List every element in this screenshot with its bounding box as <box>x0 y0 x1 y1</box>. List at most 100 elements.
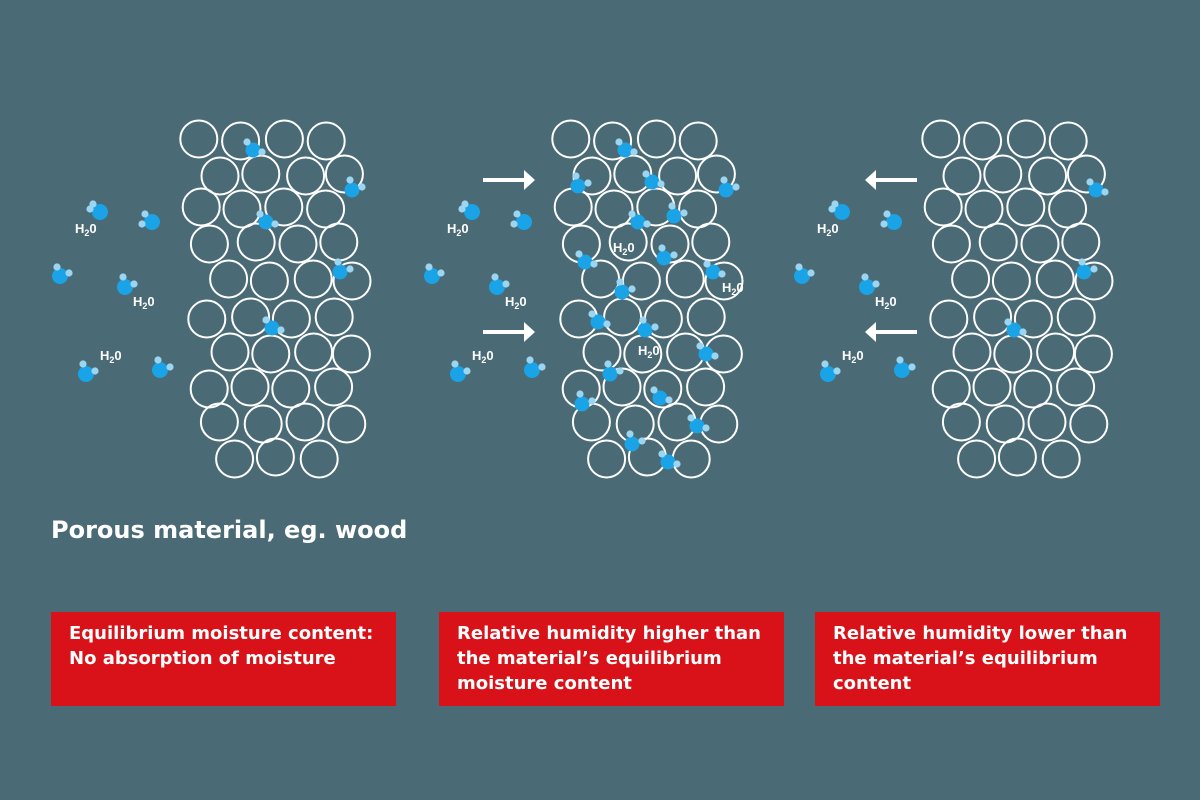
description-line: Relative humidity higher than <box>457 623 761 644</box>
pore-circle-icon <box>200 156 240 196</box>
pore-circle-icon <box>1056 297 1096 337</box>
pore-circle-icon <box>230 367 270 407</box>
water-molecule-icon <box>658 450 681 470</box>
h2o-label: H20 <box>638 343 660 360</box>
pore-circle-icon <box>636 119 676 159</box>
pore-circle-icon <box>951 259 991 299</box>
pore-circle-icon <box>271 369 311 409</box>
pore-circle-icon <box>1061 222 1101 262</box>
pore-circle-icon <box>1027 402 1067 442</box>
pore-circle-icon <box>582 332 622 372</box>
water-molecule-icon <box>52 263 73 284</box>
pore-circle-icon <box>942 156 982 196</box>
pore-circle-icon <box>1066 154 1106 194</box>
pore-circle-icon <box>593 121 633 161</box>
pore-circle-icon <box>1028 156 1068 196</box>
pore-circle-icon <box>264 187 304 227</box>
pore-circle-icon <box>923 187 963 227</box>
arrow-right-icon <box>483 170 535 190</box>
pore-circle-icon <box>615 404 655 444</box>
water-molecule-icon <box>78 360 99 382</box>
pore-circle-icon <box>324 154 364 194</box>
pore-circle-icon <box>608 222 648 262</box>
pore-circle-icon <box>306 189 346 229</box>
pore-circle-icon <box>957 439 997 479</box>
water-molecule-icon <box>574 390 596 412</box>
pore-circle-icon <box>931 369 971 409</box>
pore-circle-icon <box>1048 121 1088 161</box>
description-box-humidity-lower: Relative humidity lower than the material… <box>815 612 1160 706</box>
pore-circle-icon <box>264 119 304 159</box>
pore-circle-icon <box>1006 119 1046 159</box>
description-line: Relative humidity lower than <box>833 623 1128 644</box>
water-molecule-icon <box>570 172 592 194</box>
pore-circle-icon <box>278 224 318 264</box>
water-molecule-icon <box>820 360 841 382</box>
pore-circle-icon <box>331 334 371 374</box>
pore-circle-icon <box>978 222 1018 262</box>
water-molecule-icon <box>614 278 636 300</box>
h2o-label: H20 <box>875 294 897 311</box>
pore-circle-icon <box>658 156 698 196</box>
pore-circle-icon <box>1041 439 1081 479</box>
pore-circle-icon <box>231 297 271 337</box>
pore-circle-icon <box>243 404 283 444</box>
h2o-label: H20 <box>472 348 494 365</box>
pore-circle-icon <box>251 334 291 374</box>
description-line: Equilibrium moisture content: <box>69 623 374 644</box>
pore-circle-icon <box>1056 367 1096 407</box>
water-molecule-icon <box>344 176 366 198</box>
pore-circle-icon <box>199 402 239 442</box>
pore-circle-icon <box>594 189 634 229</box>
pore-circle-icon <box>236 222 276 262</box>
pore-circle-icon <box>643 369 683 409</box>
pore-circle-icon <box>1048 189 1088 229</box>
pore-circle-icon <box>1036 332 1076 372</box>
water-molecule-icon <box>859 273 880 295</box>
pore-circle-icon <box>691 222 731 262</box>
pore-circle-icon <box>929 299 969 339</box>
pore-circle-icon <box>997 437 1037 477</box>
pore-circle-icon <box>985 404 1025 444</box>
pore-circle-icon <box>921 119 961 159</box>
water-molecule-icon <box>1004 318 1027 338</box>
water-molecule-icon <box>117 273 138 295</box>
porous-material <box>921 119 1114 479</box>
pore-circle-icon <box>1074 261 1114 301</box>
water-molecule-icon <box>524 356 546 378</box>
pore-circle-icon <box>699 404 739 444</box>
h2o-label: H20 <box>447 221 469 238</box>
description-line: the material’s equilibrium <box>833 648 1098 669</box>
water-molecule-icon <box>450 360 471 382</box>
pore-circle-icon <box>210 332 250 372</box>
diagram-caption: Porous material, eg. wood <box>51 516 408 544</box>
pore-circle-icon <box>293 259 333 299</box>
pore-circle-icon <box>704 261 744 301</box>
h2o-label: H20 <box>75 221 97 238</box>
pore-circle-icon <box>931 224 971 264</box>
h2o-label: H20 <box>505 294 527 311</box>
water-molecule-icon <box>894 356 916 378</box>
description-line: No absorption of moisture <box>69 648 336 669</box>
water-molecule-icon <box>588 310 611 330</box>
pore-circle-icon <box>964 189 1004 229</box>
h2o-label: H20 <box>722 280 744 297</box>
pore-circle-icon <box>1069 404 1109 444</box>
pore-circle-icon <box>299 439 339 479</box>
pore-circle-icon <box>221 121 261 161</box>
pore-circle-icon <box>187 299 227 339</box>
pore-circle-icon <box>314 367 354 407</box>
pore-circle-icon <box>678 121 718 161</box>
water-molecule-icon <box>637 316 659 338</box>
pore-circle-icon <box>1013 369 1053 409</box>
pore-circle-icon <box>952 332 992 372</box>
water-molecule-icon <box>602 360 624 382</box>
water-molecule-icon <box>624 430 646 452</box>
pore-circle-icon <box>993 334 1033 374</box>
water-molecule-icon <box>696 342 719 362</box>
h2o-label: H20 <box>100 348 122 365</box>
water-molecule-icon <box>510 210 532 230</box>
pore-circle-icon <box>271 299 311 339</box>
water-molecule-icon <box>718 176 740 198</box>
